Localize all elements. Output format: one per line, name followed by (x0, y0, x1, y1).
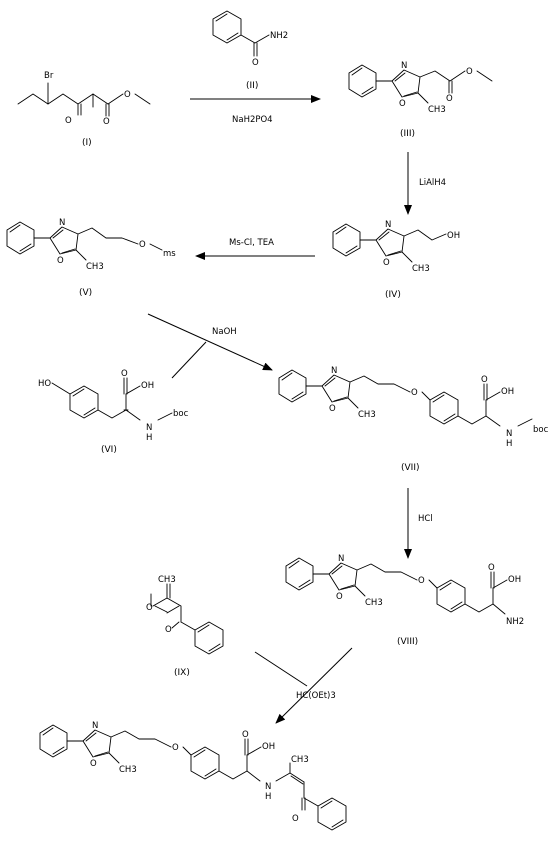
compound-label-ix: (IX) (174, 668, 190, 678)
compound-label-vi: (VI) (101, 445, 117, 455)
amine-nitrogen: N (506, 429, 512, 439)
ester-oxygen: O (124, 90, 131, 100)
methyl-group: CH3 (358, 410, 376, 420)
ester-oxygen: O (466, 67, 473, 77)
bromine-atom: Br (44, 71, 54, 81)
compound-label-vii: (VII) (401, 463, 420, 473)
compound-viii: N O O CH3 O OH NH2 (VIII) (285, 554, 524, 647)
methyl-group: CH3 (365, 598, 383, 608)
methyl-group: CH3 (86, 262, 104, 272)
reagent-step5: HCl (418, 514, 433, 524)
ester-carbonyl-oxygen: O (103, 117, 110, 127)
reagent-step2: LiAlH4 (419, 178, 446, 188)
amide-oxygen: O (252, 58, 259, 68)
oxazole-nitrogen: N (331, 366, 337, 376)
mesyl-group: ms (163, 249, 176, 259)
keto-oxygen: O (65, 116, 72, 126)
oxazole-oxygen: O (336, 592, 343, 602)
amine-nh2: NH2 (506, 617, 524, 627)
methyl-group: CH3 (158, 575, 176, 585)
amine-hydrogen: H (265, 792, 271, 802)
boc-group: boc (533, 425, 549, 435)
ether-oxygen: O (172, 743, 179, 753)
reagent-step3: Ms-Cl, TEA (229, 238, 274, 248)
compound-v: N O O ms CH3 (V) (6, 218, 176, 298)
ester-carbonyl-oxygen: O (446, 94, 453, 104)
arrow-step6 (254, 647, 353, 724)
amine-hydrogen: H (146, 433, 152, 443)
vinyl-methyl: CH3 (291, 755, 309, 765)
oxazole-oxygen: O (90, 759, 97, 769)
methyl-group: CH3 (428, 105, 446, 115)
keto-oxygen-2: O (165, 625, 172, 635)
phenol-hydroxyl: HO (38, 379, 51, 389)
ketone-oxygen: O (292, 814, 299, 824)
oxazole-oxygen: O (329, 404, 336, 414)
oxazole-nitrogen: N (338, 554, 344, 564)
oxazole-nitrogen: N (401, 61, 407, 71)
reagent-step6: HC(OEt)3 (296, 691, 336, 701)
compound-vi: HO O OH N H boc (VI) (38, 369, 189, 455)
compound-product: N O O CH3 O OH N H CH3 O (39, 721, 347, 831)
acid-carbonyl-oxygen: O (242, 730, 249, 740)
arrow-step4 (147, 313, 273, 379)
compound-ii: O NH2 (II) (212, 10, 288, 91)
oxazole-oxygen: O (57, 256, 64, 266)
compound-ix: CH3 O O (IX) (146, 575, 224, 678)
ether-oxygen: O (411, 388, 418, 398)
compound-label-iv: (IV) (385, 290, 401, 300)
compound-label-viii: (VIII) (397, 637, 418, 647)
compound-iii: N O O O CH3 (III) (348, 61, 493, 139)
oxazole-nitrogen: N (59, 218, 65, 228)
acid-hydroxyl: OH (141, 381, 154, 391)
keto-oxygen-1: O (146, 603, 153, 613)
amine-hydrogen: H (506, 439, 512, 449)
methyl-group: CH3 (119, 765, 137, 775)
oxazole-nitrogen: N (92, 721, 98, 731)
acid-carbonyl-oxygen: O (481, 375, 488, 385)
mesylate-oxygen: O (139, 240, 146, 250)
oxazole-nitrogen: N (385, 220, 391, 230)
acid-hydroxyl: OH (501, 387, 514, 397)
compound-label-v: (V) (79, 288, 92, 298)
acid-hydroxyl: OH (262, 742, 275, 752)
amide-nh2: NH2 (270, 31, 288, 41)
compound-i: Br O O O (I) (17, 71, 151, 148)
acid-carbonyl-oxygen: O (488, 563, 495, 573)
compound-iv: N O OH CH3 (IV) (332, 220, 460, 300)
reagent-step4: NaOH (212, 327, 237, 337)
amine-nitrogen: N (265, 782, 271, 792)
reagent-step1: NaH2PO4 (232, 115, 273, 125)
ether-oxygen: O (418, 576, 425, 586)
boc-group: boc (173, 409, 189, 419)
oxazole-oxygen: O (383, 258, 390, 268)
compound-vii: N O O CH3 O OH N H boc (VII) (278, 366, 549, 473)
compound-label-iii: (III) (400, 129, 415, 139)
oxazole-oxygen: O (399, 99, 406, 109)
acid-hydroxyl: OH (508, 575, 521, 585)
amine-nitrogen: N (146, 423, 152, 433)
compound-label-ii: (II) (246, 81, 258, 91)
acid-carbonyl-oxygen: O (121, 369, 128, 379)
hydroxyl-group: OH (447, 231, 460, 241)
methyl-group: CH3 (412, 264, 430, 274)
compound-label-i: (I) (82, 138, 92, 148)
